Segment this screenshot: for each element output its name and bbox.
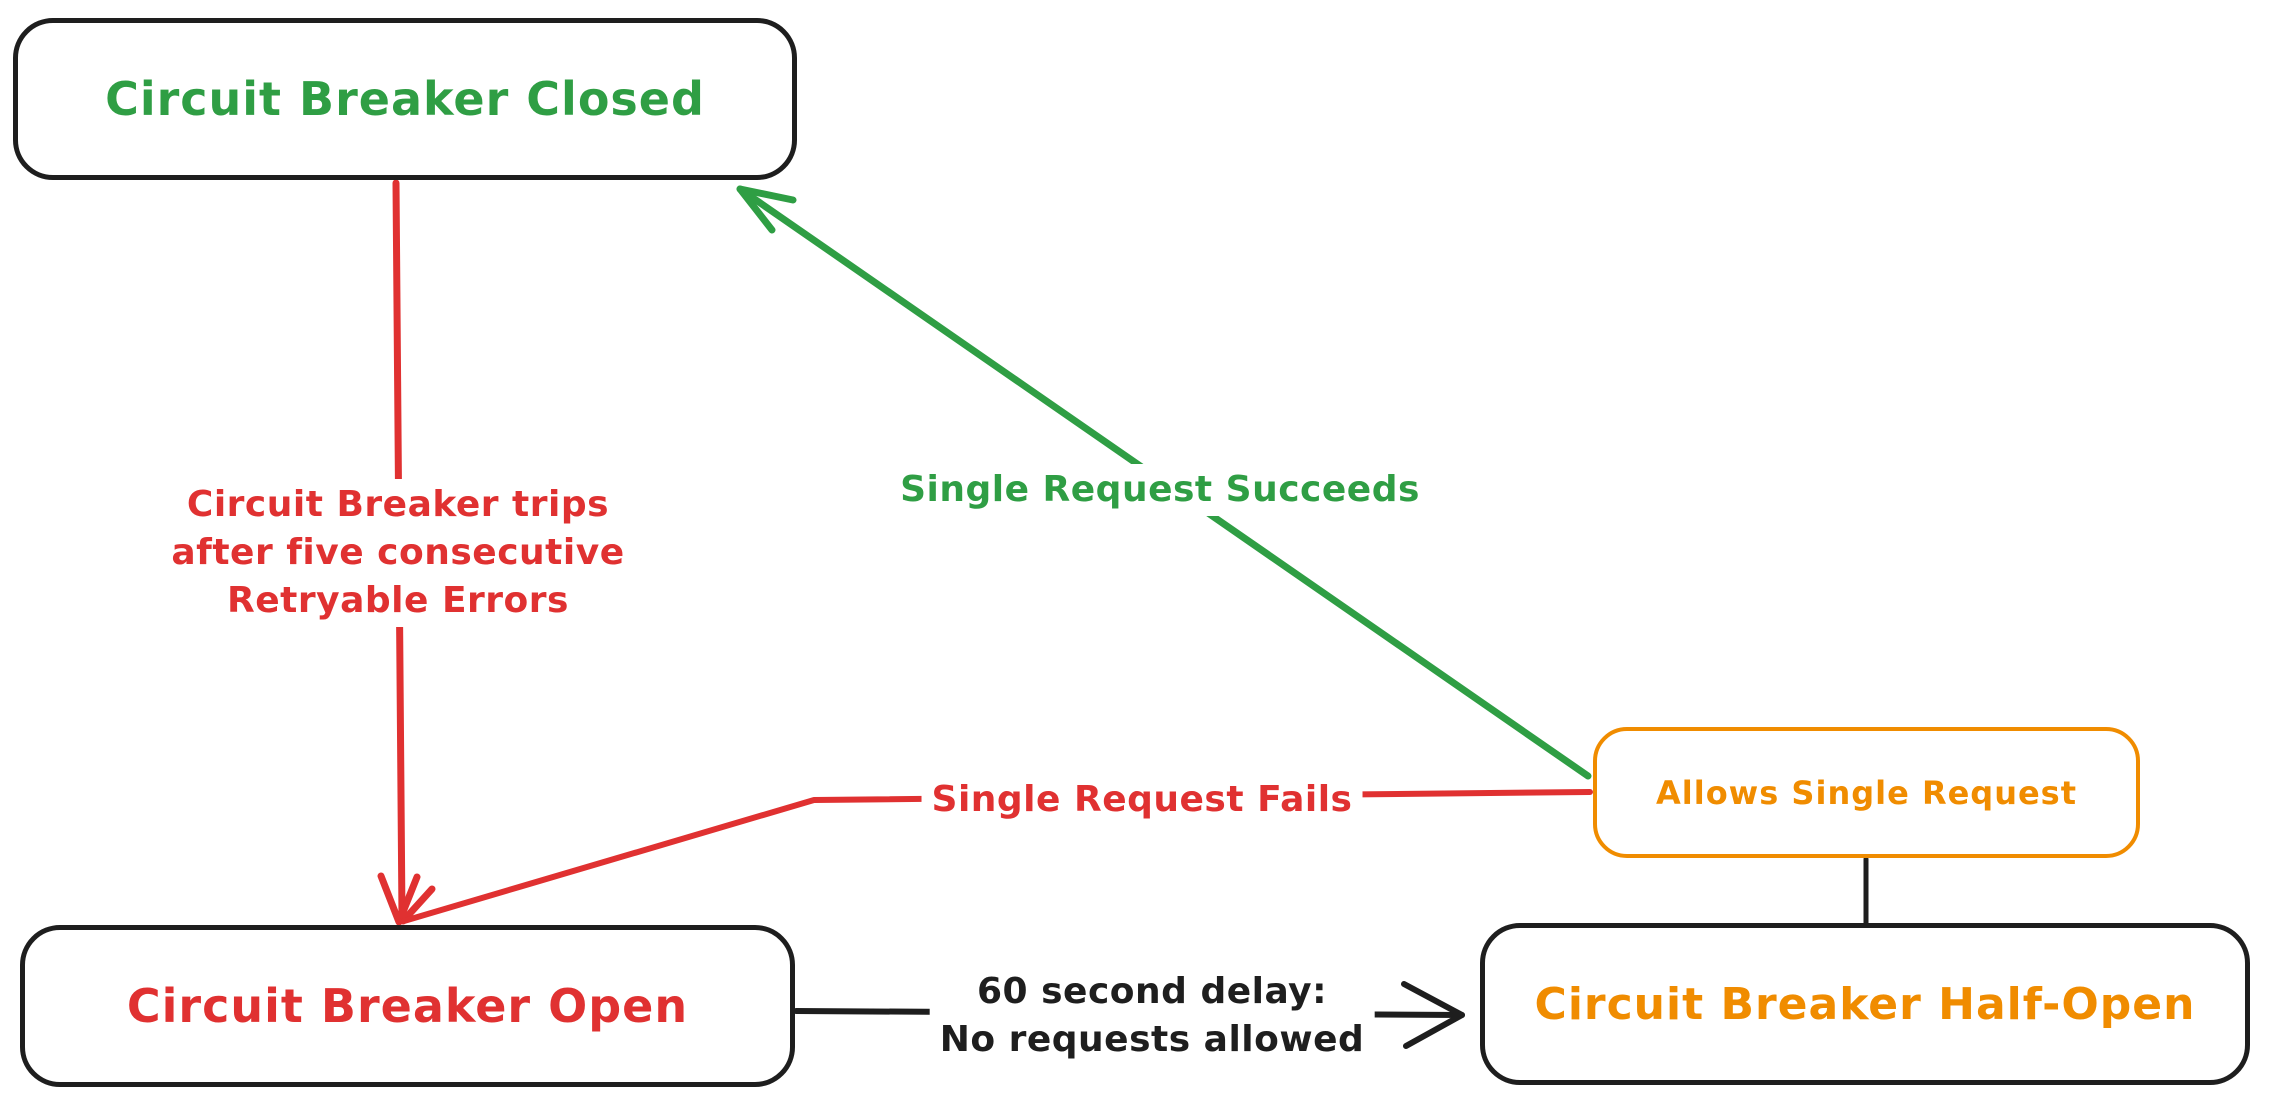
edge-label-line: after five consecutive — [171, 532, 625, 573]
node-circuit-breaker-half-open-label: Circuit Breaker Half-Open — [1534, 978, 2196, 1030]
edge-label-single-request-succeeds: Single Request Succeeds — [890, 464, 1430, 516]
arrowhead-extra-wing — [399, 885, 436, 925]
edge-label-line: Circuit Breaker trips — [186, 484, 610, 525]
arrowhead-right — [1401, 981, 1465, 1049]
edge-label-line: Retryable Errors — [227, 580, 569, 621]
node-circuit-breaker-closed: Circuit Breaker Closed — [13, 18, 797, 180]
node-allows-single-request-label: Allows Single Request — [1655, 773, 2078, 812]
node-circuit-breaker-closed-label: Circuit Breaker Closed — [105, 72, 705, 126]
node-circuit-breaker-open: Circuit Breaker Open — [20, 925, 795, 1087]
edge-label-line: No requests allowed — [939, 1019, 1365, 1060]
node-circuit-breaker-half-open: Circuit Breaker Half-Open — [1480, 923, 2250, 1085]
edge-label-single-request-fails: Single Request Fails — [921, 774, 1363, 826]
edge-label-line: 60 second delay: — [976, 971, 1328, 1012]
edge-label-circuit-breaker-trips: Circuit Breaker trips after five consecu… — [161, 479, 635, 627]
node-circuit-breaker-open-label: Circuit Breaker Open — [126, 979, 689, 1033]
arrowhead-down — [377, 872, 421, 926]
edge-label-60-second-delay: 60 second delay: No requests allowed — [929, 966, 1375, 1066]
arrowhead-up-left — [736, 185, 797, 234]
node-allows-single-request: Allows Single Request — [1593, 727, 2140, 858]
